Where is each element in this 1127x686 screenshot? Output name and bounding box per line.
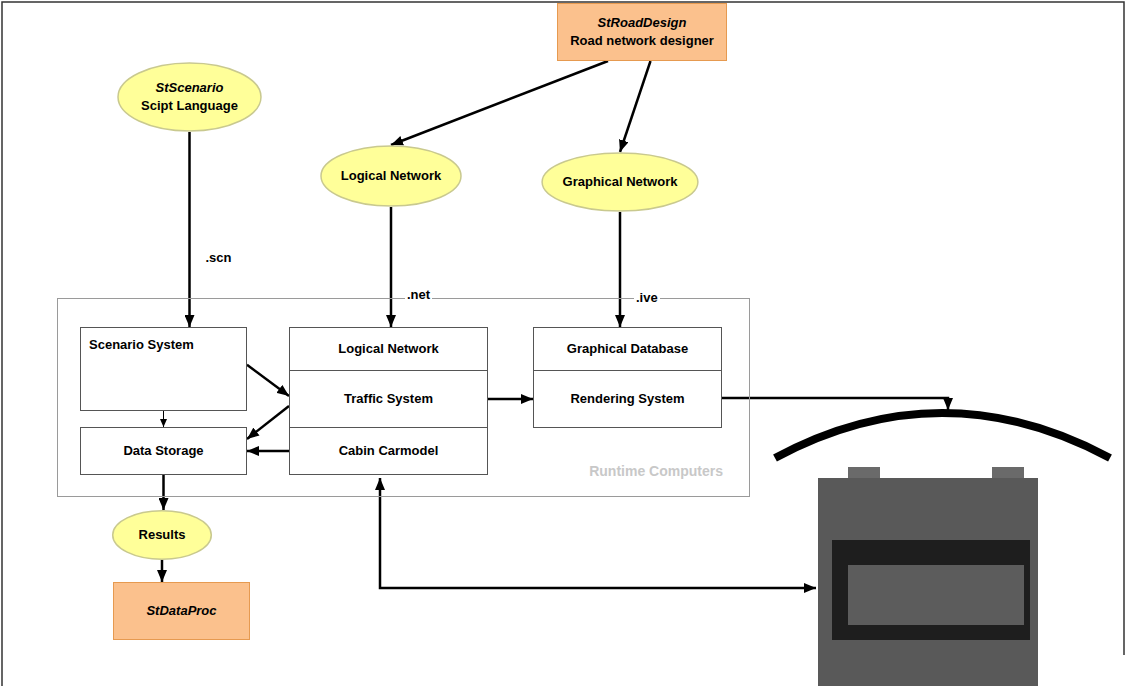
node-text: Graphical Network: [563, 173, 678, 191]
node-text: Cabin Carmodel: [339, 442, 439, 460]
module-box: Rendering System: [533, 370, 722, 428]
input-ellipse: Logical Network: [320, 145, 462, 207]
flow-arrow: [247, 406, 289, 439]
node-text: Graphical Database: [567, 340, 688, 358]
render-to-screen-line: [722, 398, 948, 410]
flow-arrow: [161, 560, 164, 582]
projection-screen: [775, 413, 1110, 458]
node-text: StDataProc: [146, 602, 216, 620]
cabin-link-line: [380, 478, 816, 588]
output-ellipse: Results: [112, 510, 212, 560]
node-text: Scenario System: [89, 336, 194, 354]
node-text: Logical Network: [341, 167, 441, 185]
node-text: Scipt Language: [141, 97, 238, 115]
flow-arrow: [620, 61, 651, 152]
driving-cabin: [818, 467, 1038, 686]
flow-arrow: [247, 365, 289, 396]
tool-box: StRoadDesignRoad network designer: [557, 3, 727, 61]
module-box: Logical Network: [289, 327, 488, 371]
flow-arrow: [162, 475, 165, 510]
input-ellipse: Graphical Network: [541, 152, 699, 212]
file-extension-label: .scn: [204, 250, 234, 266]
flow-arrow: [247, 450, 289, 453]
module-box: Scenario System: [80, 327, 247, 411]
flow-arrow: [619, 212, 622, 327]
file-extension-label: .ive: [634, 290, 660, 306]
node-text: Road network designer: [570, 32, 714, 50]
input-ellipse: StScenarioScipt Language: [117, 62, 262, 132]
node-text: Traffic System: [344, 390, 433, 408]
ellipse-shape: [117, 62, 262, 132]
flow-arrow: [390, 207, 393, 327]
flow-arrow: [391, 61, 608, 145]
node-text: Rendering System: [570, 390, 684, 408]
module-box: Cabin Carmodel: [289, 427, 488, 475]
module-box: Traffic System: [289, 370, 488, 428]
module-box: Graphical Database: [533, 327, 722, 371]
node-text: StScenario: [156, 79, 224, 97]
node-text: StRoadDesign: [598, 14, 687, 32]
tool-box: StDataProc: [113, 582, 250, 640]
runtime-frame: Runtime Computers Scenario System Logical …: [57, 298, 750, 497]
module-box: Data Storage: [80, 427, 247, 475]
node-text: Results: [139, 526, 186, 544]
node-text: Data Storage: [123, 442, 203, 460]
file-extension-label: .net: [405, 287, 432, 303]
flow-arrow: [488, 398, 533, 401]
frame-heading: Runtime Computers: [589, 462, 723, 480]
node-text: Logical Network: [338, 340, 438, 358]
flow-arrow: [163, 411, 164, 427]
